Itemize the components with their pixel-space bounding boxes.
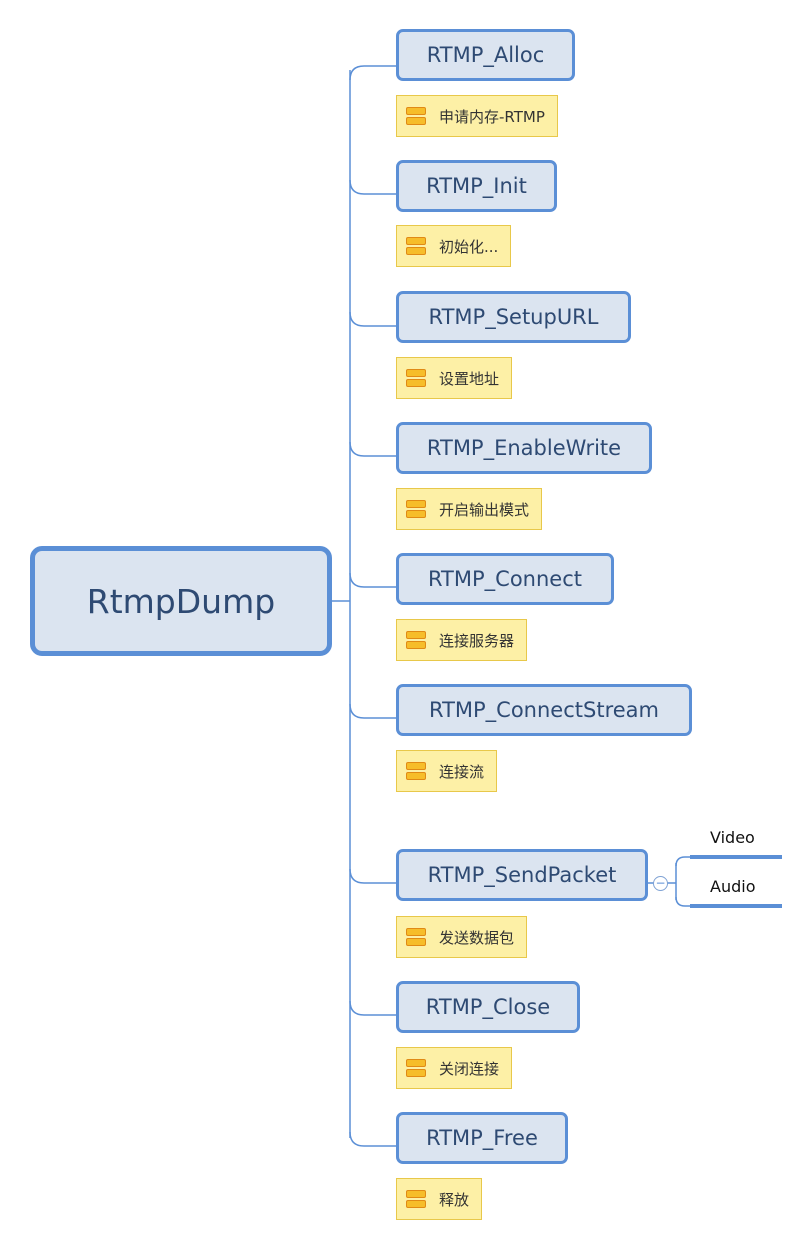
- node-rtmp-close[interactable]: RTMP_Close: [396, 981, 580, 1033]
- branch-curve-connectstream: [349, 703, 396, 719]
- note-text: 连接服务器: [439, 631, 515, 650]
- note-text: 申请内存-RTMP: [439, 107, 545, 126]
- video-curve: [675, 856, 690, 867]
- notes-icon: [406, 928, 426, 946]
- note-rtmp-enablewrite[interactable]: 开启输出模式: [396, 488, 543, 530]
- branch-curve-init: [349, 179, 396, 195]
- note-text: 关闭连接: [439, 1059, 500, 1078]
- node-rtmp-connect[interactable]: RTMP_Connect: [396, 553, 614, 605]
- leaf-video[interactable]: Video: [710, 828, 755, 847]
- node-rtmp-sendpacket[interactable]: RTMP_SendPacket: [396, 849, 648, 901]
- root-node[interactable]: RtmpDump: [30, 546, 332, 656]
- branch-curve-enablewrite: [349, 441, 396, 457]
- notes-icon: [406, 762, 426, 780]
- leaf-audio[interactable]: Audio: [710, 877, 756, 896]
- note-rtmp-close[interactable]: 关闭连接: [396, 1047, 513, 1089]
- note-rtmp-setupurl[interactable]: 设置地址: [396, 357, 513, 399]
- audio-curve: [675, 896, 690, 907]
- notes-icon: [406, 237, 426, 255]
- node-rtmp-connectstream[interactable]: RTMP_ConnectStream: [396, 684, 692, 736]
- note-text: 设置地址: [439, 369, 500, 388]
- notes-icon: [406, 369, 426, 387]
- collapse-icon[interactable]: −: [653, 876, 668, 891]
- note-rtmp-connectstream[interactable]: 连接流: [396, 750, 498, 792]
- notes-icon: [406, 1190, 426, 1208]
- node-rtmp-enablewrite[interactable]: RTMP_EnableWrite: [396, 422, 652, 474]
- node-rtmp-free[interactable]: RTMP_Free: [396, 1112, 568, 1164]
- notes-icon: [406, 500, 426, 518]
- note-text: 初始化...: [439, 237, 499, 256]
- note-rtmp-connect[interactable]: 连接服务器: [396, 619, 528, 661]
- note-rtmp-init[interactable]: 初始化...: [396, 225, 512, 267]
- branch-curve-close: [349, 1000, 396, 1016]
- note-rtmp-alloc[interactable]: 申请内存-RTMP: [396, 95, 558, 137]
- node-rtmp-init[interactable]: RTMP_Init: [396, 160, 557, 212]
- note-text: 连接流: [439, 762, 485, 781]
- branch-curve-connect: [349, 572, 396, 588]
- notes-icon: [406, 631, 426, 649]
- note-rtmp-sendpacket[interactable]: 发送数据包: [396, 916, 528, 958]
- node-rtmp-alloc[interactable]: RTMP_Alloc: [396, 29, 575, 81]
- note-text: 开启输出模式: [439, 500, 530, 519]
- note-text: 释放: [439, 1190, 470, 1209]
- node-rtmp-setupurl[interactable]: RTMP_SetupURL: [396, 291, 631, 343]
- note-rtmp-free[interactable]: 释放: [396, 1178, 483, 1220]
- notes-icon: [406, 107, 426, 125]
- branch-curve-sendpacket: [349, 868, 396, 884]
- branch-curve-alloc: [349, 65, 396, 81]
- notes-icon: [406, 1059, 426, 1077]
- branch-curve-setupurl: [349, 311, 396, 327]
- branch-curve-free: [349, 1131, 396, 1147]
- note-text: 发送数据包: [439, 928, 515, 947]
